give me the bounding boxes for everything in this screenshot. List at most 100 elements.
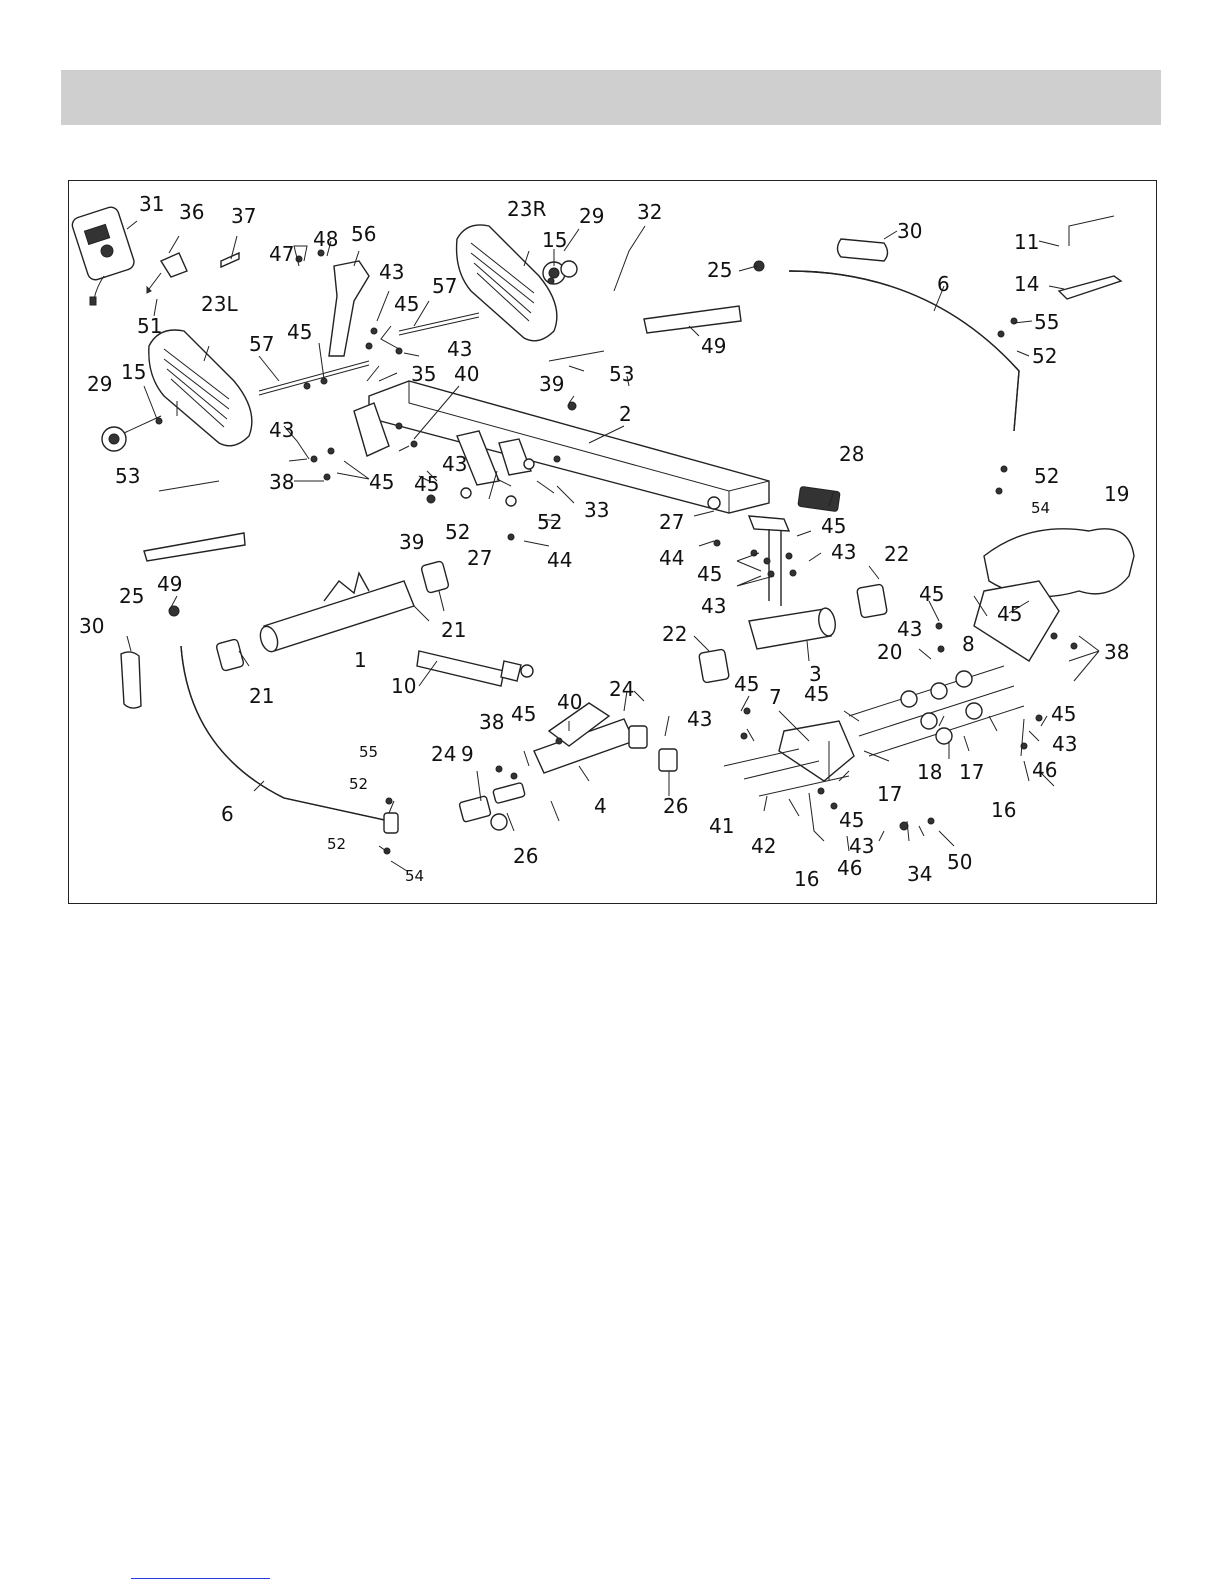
callout-51: 51 — [137, 314, 162, 338]
callout-49-b: 49 — [157, 572, 182, 596]
callout-41: 41 — [709, 814, 734, 838]
callout-45-k: 45 — [734, 672, 759, 696]
callout-29-a: 29 — [579, 204, 604, 228]
callout-39-b: 39 — [399, 530, 424, 554]
callout-53-b: 53 — [115, 464, 140, 488]
exploded-parts-diagram: 31 36 37 51 47 48 56 43 45 57 23R 15 29 … — [68, 180, 1157, 904]
callout-16-b: 16 — [794, 867, 819, 891]
callout-15-b: 15 — [121, 360, 146, 384]
leader-lines — [126, 220, 1100, 872]
left-handlebar-part — [180, 645, 399, 834]
callout-32: 32 — [637, 200, 662, 224]
callout-43-b: 43 — [447, 337, 472, 361]
front-stabilizer-part — [215, 560, 450, 672]
section-header-band — [61, 70, 1161, 125]
callout-48: 48 — [313, 227, 338, 251]
callout-42: 42 — [751, 834, 776, 858]
grip-parts — [120, 238, 889, 709]
callout-45-m: 45 — [839, 808, 864, 832]
callout-18: 18 — [917, 760, 942, 784]
callout-24-a: 24 — [609, 677, 634, 701]
callout-45-g: 45 — [919, 582, 944, 606]
callout-54-a: 54 — [1031, 499, 1050, 517]
right-handlebar-part — [788, 270, 1020, 432]
callout-46-b: 46 — [837, 856, 862, 880]
callout-40-b: 40 — [557, 690, 582, 714]
callout-56: 56 — [351, 222, 376, 246]
callout-43-d: 43 — [442, 452, 467, 476]
callout-45-f: 45 — [697, 562, 722, 586]
callout-45-d: 45 — [414, 472, 439, 496]
callout-43-i: 43 — [687, 707, 712, 731]
callout-7: 7 — [769, 685, 782, 709]
callout-27-b: 27 — [659, 510, 684, 534]
callout-43-g: 43 — [897, 617, 922, 641]
callout-40-a: 40 — [454, 362, 479, 386]
callout-27-a: 27 — [467, 546, 492, 570]
callout-38-c: 38 — [479, 710, 504, 734]
callout-36: 36 — [179, 200, 204, 224]
callout-43-j: 43 — [849, 834, 874, 858]
callout-47: 47 — [269, 242, 294, 266]
callout-53-a: 53 — [609, 362, 634, 386]
callout-52-c: 52 — [445, 520, 470, 544]
rear-post-part — [698, 515, 888, 684]
callout-52-b: 52 — [1034, 464, 1059, 488]
callout-23l: 23L — [201, 292, 238, 316]
callout-24-b: 24 — [431, 742, 456, 766]
callout-43-e: 43 — [831, 540, 856, 564]
tool-parts — [1057, 215, 1123, 300]
callout-35: 35 — [411, 362, 436, 386]
callout-44-a: 44 — [547, 548, 572, 572]
callout-45-l: 45 — [511, 702, 536, 726]
callout-34: 34 — [907, 862, 932, 886]
callout-22-b: 22 — [662, 622, 687, 646]
callout-52-f: 52 — [327, 835, 346, 853]
left-pedal-part — [148, 329, 253, 447]
callout-52-d: 52 — [537, 510, 562, 534]
fastener-parts — [155, 249, 1078, 855]
callout-43-h: 43 — [1052, 732, 1077, 756]
callout-9: 9 — [461, 742, 474, 766]
callout-43-f: 43 — [701, 594, 726, 618]
callout-6-a: 6 — [937, 272, 950, 296]
bracket-bolt-parts — [723, 748, 850, 797]
main-frame-beam-part — [353, 380, 770, 514]
callout-50: 50 — [947, 850, 972, 874]
callout-21-a: 21 — [441, 618, 466, 642]
callout-55-b: 55 — [359, 743, 378, 761]
callout-23r: 23R — [507, 197, 546, 221]
callout-1: 1 — [354, 648, 367, 672]
decal-parts — [143, 305, 742, 562]
callout-4: 4 — [594, 794, 607, 818]
callout-11: 11 — [1014, 230, 1039, 254]
callout-45-e: 45 — [821, 514, 846, 538]
callout-38-a: 38 — [269, 470, 294, 494]
callout-14: 14 — [1014, 272, 1039, 296]
callout-28: 28 — [839, 442, 864, 466]
callout-52-a: 52 — [1032, 344, 1057, 368]
roller-bracket-assembly — [778, 580, 1060, 782]
callout-45-c: 45 — [369, 470, 394, 494]
callout-numbers: 31 36 37 51 47 48 56 43 45 57 23R 15 29 … — [79, 192, 1129, 891]
callout-45-a: 45 — [394, 292, 419, 316]
callout-49-a: 49 — [701, 334, 726, 358]
callout-33: 33 — [584, 498, 609, 522]
callout-6-b: 6 — [221, 802, 234, 826]
callout-31: 31 — [139, 192, 164, 216]
callout-15-a: 15 — [542, 228, 567, 252]
console-part — [71, 206, 135, 306]
callout-26-a: 26 — [663, 794, 688, 818]
callout-10: 10 — [391, 674, 416, 698]
callout-17-a: 17 — [877, 782, 902, 806]
callout-8: 8 — [962, 632, 975, 656]
callout-43-a: 43 — [379, 260, 404, 284]
callout-16-a: 16 — [991, 798, 1016, 822]
callout-25-a: 25 — [707, 258, 732, 282]
callout-2: 2 — [619, 402, 632, 426]
callout-21-b: 21 — [249, 684, 274, 708]
callout-37: 37 — [231, 204, 256, 228]
footer-link-underline[interactable] — [131, 1578, 270, 1579]
callout-46-a: 46 — [1032, 758, 1057, 782]
callout-30-a: 30 — [897, 219, 922, 243]
